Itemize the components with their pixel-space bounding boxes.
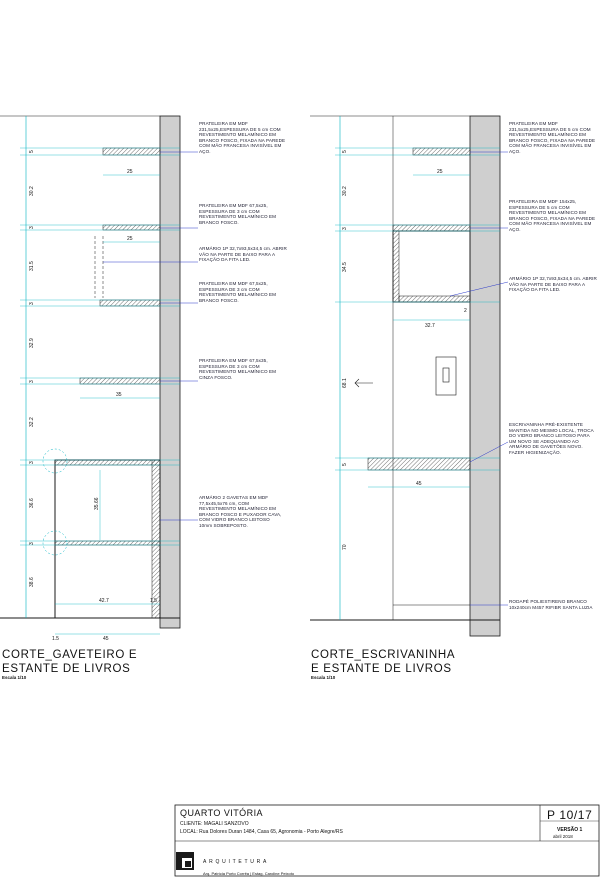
dim-label: 31.5 [29,261,35,271]
title-block-frame [174,804,600,877]
right-switch-plate [435,356,457,396]
dim-label: 3 [29,302,35,305]
dim-label: 70 [342,544,348,550]
authors: Arq. Patrícia Porto Corrêa | Estag. Caro… [203,871,295,876]
dim-label: 30.2 [29,186,35,196]
left-shelf-3 [99,299,161,307]
left-note-1: PRATELEIRA EM MDF 231,5x25,ESPESSURA DE … [199,121,286,154]
left-drawer-cabinet [54,459,161,619]
dim-label: 36.6 [29,498,35,508]
sheet-number: P 10/17 [547,808,593,822]
right-note-3: ARMÁRIO 1P 32,7x93,5x34,5 cm. ABRIR VÃO … [509,276,597,293]
left-horizontal-dim-labels: 25 25 35 35.66 42.7 1.5 1.5 45 [52,169,157,642]
right-leader-lines [449,151,509,606]
right-section-title: CORTE_ESCRIVANINHA E ESTANTE DE LIVROS [311,649,456,675]
right-section-scale: Escala 1/10 [311,675,336,680]
right-switch [442,367,450,383]
right-extension-lines [335,147,500,488]
dim-label: 35 [116,392,122,398]
dim-label: 5 [29,150,35,153]
left-shelf-1 [102,147,161,156]
dim-label: 25 [127,169,133,175]
title-block: QUARTO VITÓRIA CLIENTE: MAGALI SANZOVO L… [175,805,600,877]
left-note-3: ARMÁRIO 1P 32,7x93,5x34,5 cm. ABRIR VÃO … [199,246,287,263]
project-location: LOCAL: Rua Dolores Duran 1484, Casa 65, … [180,829,343,835]
left-leader-lines [103,151,198,521]
left-cabinet-side [151,459,161,619]
office-logo-icon [176,852,194,870]
dim-label: 34.5 [342,262,348,272]
left-extension-lines [20,147,180,635]
left-wall [159,115,181,629]
right-note-2: PRATELEIRA EM MDF 154x25, ESPESSURA DE 5… [509,199,596,232]
dim-label: 3 [29,542,35,545]
dim-label: 1.5 [150,598,157,604]
version-label: VERSÃO 1 [557,827,583,833]
right-shelf-1 [412,147,471,156]
left-detail-circle-2 [42,530,68,556]
left-shelf-4 [79,377,161,385]
right-section-drawing [310,115,509,637]
left-note-6: ARMÁRIO 2 GAVETAS EM MDF 77,5x45,5x76 cm… [199,495,282,528]
right-horizontal-dim-labels: 25 32.7 2 45 [416,169,467,487]
dim-label: 3 [29,380,35,383]
right-cabinet [392,230,471,303]
dim-label: 3 [29,226,35,229]
dim-label: 2 [464,308,467,314]
right-shelf-2 [392,224,471,232]
dim-label: 25 [127,236,133,242]
right-wall [469,115,501,637]
dim-label: 35.66 [94,497,100,510]
dim-label: 25 [437,169,443,175]
dim-label: 5 [342,463,348,466]
dim-label: 68.1 [342,378,348,388]
left-section-title: CORTE_GAVETEIRO E ESTANTE DE LIVROS [2,649,138,675]
dim-label: 1.5 [52,636,59,642]
dim-label: 32.9 [29,338,35,348]
dim-label: 5 [342,150,348,153]
right-vertical-dim-labels: 5 30.2 3 34.5 68.1 5 70 [342,150,348,550]
left-vertical-dim-labels: 5 30.2 3 31.5 3 32.9 3 32.2 3 36.6 3 38.… [29,150,35,587]
dim-label: 38.6 [29,577,35,587]
dim-label: 45 [103,636,109,642]
right-desk-top [367,457,471,471]
dim-label: 32.7 [425,323,435,329]
project-name: QUARTO VITÓRIA [180,808,263,818]
dim-label: 30.2 [342,186,348,196]
left-cabinet-top [54,459,161,466]
right-note-4: ESCRIVANINHA PRÉ-EXISTENTE MANTIDA NO ME… [509,422,594,455]
left-section-drawing [0,115,198,635]
right-cabinet-side [392,230,400,303]
dim-label: 42.7 [99,598,109,604]
left-note-4: PRATELEIRA EM MDF 67,5x25, ESPESSURA DE … [199,281,277,303]
right-note-1: PRATELEIRA EM MDF 231,5x25,ESPESSURA DE … [509,121,596,154]
left-section-scale: Escala 1/10 [2,675,27,680]
left-note-2: PRATELEIRA EM MDF 67,5x25, ESPESSURA DE … [199,203,277,225]
office-name: ARQUITETURA [203,859,270,865]
dim-label: 32.2 [29,417,35,427]
dim-label: 3 [29,461,35,464]
direction-arrow-icon [354,378,373,388]
right-note-5: RODAPÉ POLIESTIRENO BRANCO 10x240cm M457… [509,599,593,610]
issue-date: abril 2018 [553,834,573,839]
dim-label: 45 [416,481,422,487]
left-shelf-2 [102,224,161,231]
left-detail-circle-1 [42,448,68,474]
left-note-5: PRATELEIRA EM MDF 67,5x35, ESPESSURA DE … [199,358,277,380]
client-name: CLIENTE: MAGALI SANZOVO [180,821,249,827]
left-cabinet-mid [54,540,161,546]
dim-label: 3 [342,227,348,230]
right-cabinet-bottom [398,295,471,303]
